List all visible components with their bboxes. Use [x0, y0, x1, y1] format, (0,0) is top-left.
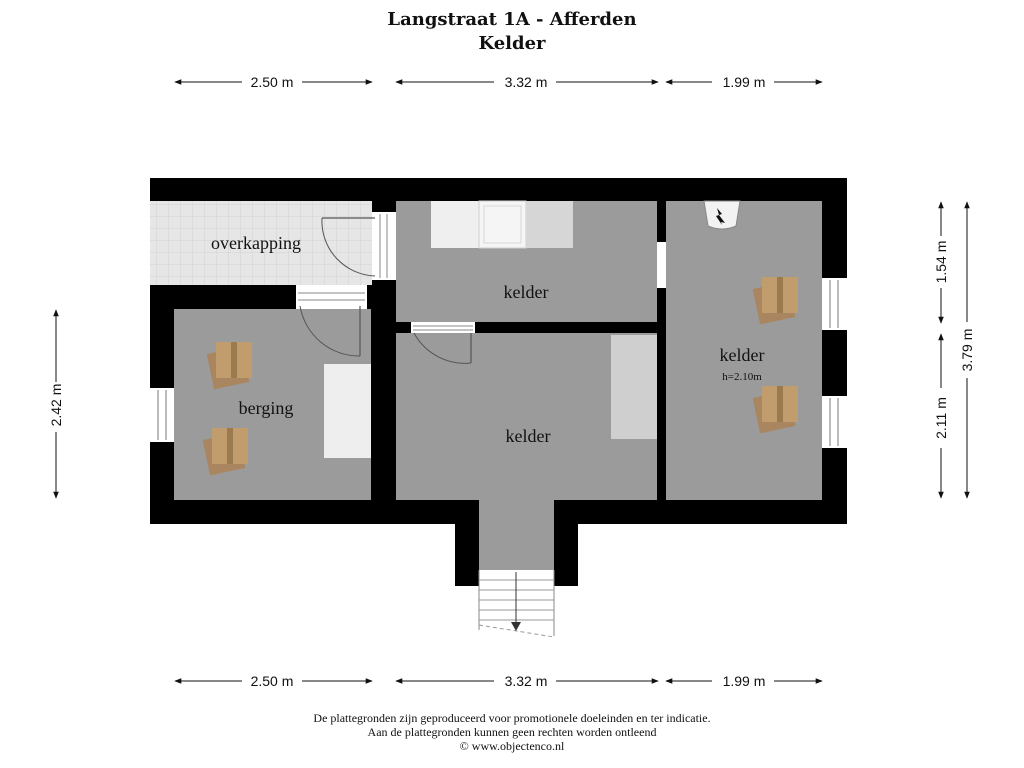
storage-unit [324, 364, 371, 458]
label-kelder-right-height: h=2.10m [722, 371, 762, 383]
dim-bottom-middle: 3.32 m [505, 673, 548, 689]
label-kelder-right: kelder [720, 345, 765, 365]
right-outer-dimension: 3.79 m [959, 201, 975, 499]
dim-right-lower: 2.11 m [933, 397, 949, 439]
top-dimensions: 2.50 m 3.32 m 1.99 m [174, 74, 823, 90]
label-overkapping: overkapping [211, 233, 301, 253]
label-kelder-center: kelder [506, 426, 551, 446]
copyright-line: © www.objectenco.nl [459, 739, 565, 753]
stairs [478, 570, 555, 638]
dim-top-middle: 3.32 m [505, 74, 548, 90]
dim-top-right: 1.99 m [723, 74, 766, 90]
right-inner-dimensions: 1.54 m 2.11 m [933, 201, 949, 499]
left-dimension: 2.42 m [48, 309, 64, 499]
disclaimer-line-2: Aan de plattegronden kunnen geen rechten… [367, 725, 657, 739]
label-kelder-top: kelder [504, 282, 549, 302]
fixtures [324, 200, 741, 458]
dim-right-total: 3.79 m [959, 329, 975, 372]
stair-arrow-icon [511, 622, 521, 631]
counter [611, 335, 657, 439]
dim-bottom-left: 2.50 m [251, 673, 294, 689]
doors [296, 212, 475, 364]
windows [150, 242, 847, 448]
box-icon [752, 277, 798, 325]
dim-top-left: 2.50 m [251, 74, 294, 90]
floor-corridor [479, 498, 554, 570]
bottom-dimensions: 2.50 m 3.32 m 1.99 m [174, 673, 823, 689]
floor-kelder-right [666, 201, 822, 500]
box-icon [202, 428, 248, 476]
floor-title: Kelder [478, 33, 546, 54]
floor-overkapping [150, 201, 372, 285]
disclaimer-line-1: De plattegronden zijn geproduceerd voor … [313, 711, 711, 725]
boiler-icon [703, 200, 741, 230]
dryer [526, 201, 573, 248]
box-icon [752, 386, 798, 434]
label-berging: berging [239, 398, 294, 418]
room-labels: overkapping kelder kelder h=2.10m bergin… [211, 233, 764, 446]
box-icon [206, 342, 252, 390]
storage-boxes [202, 277, 798, 476]
dim-right-upper: 1.54 m [933, 241, 949, 284]
dim-left: 2.42 m [48, 384, 64, 427]
plan-title: Langstraat 1A - Afferden [387, 9, 637, 30]
cabinet [431, 201, 479, 248]
dim-bottom-right: 1.99 m [723, 673, 766, 689]
washing-machine [478, 200, 527, 249]
